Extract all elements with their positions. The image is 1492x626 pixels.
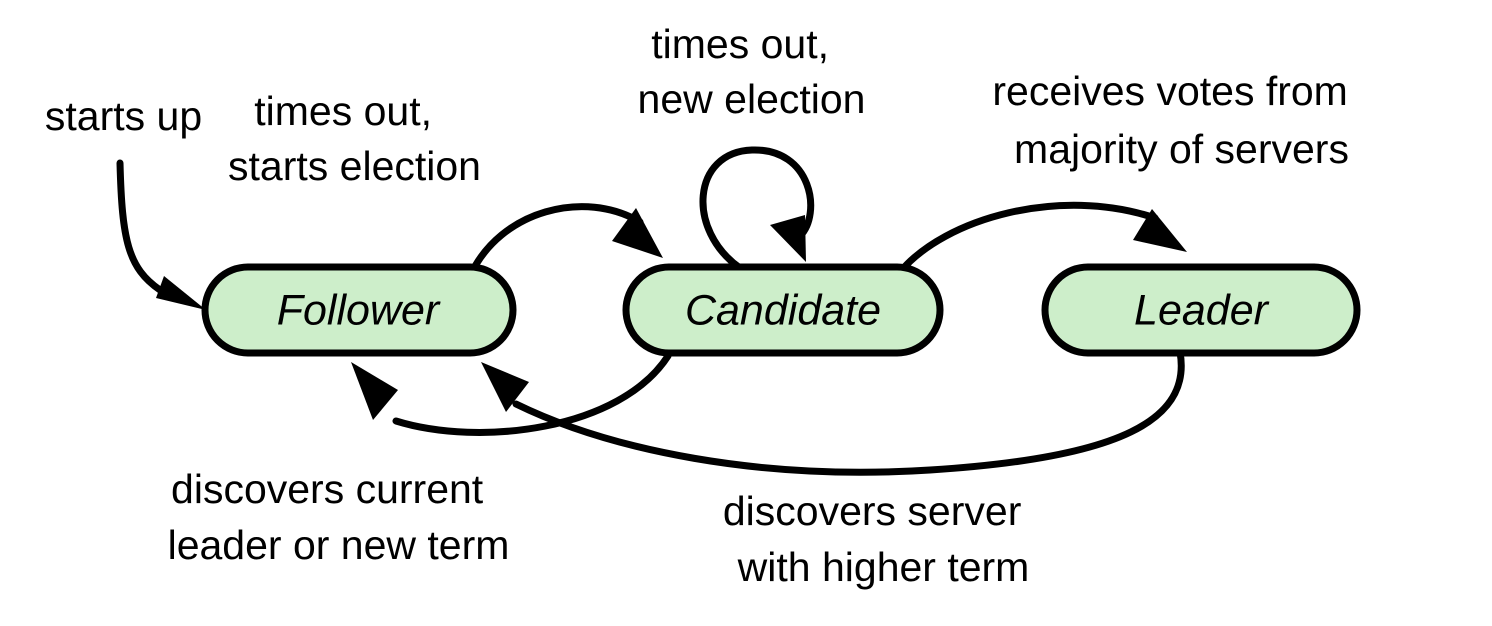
edge-label-candidate-to-follower-line-2: leader or new term — [168, 522, 510, 568]
edge-label-leader-to-follower-line-1: discovers server — [723, 488, 1021, 534]
edge-label-candidate-to-leader: receives votes from majority of servers — [992, 68, 1427, 172]
edge-candidate-to-follower — [351, 352, 672, 436]
edge-leader-to-follower-arrowhead — [481, 362, 529, 412]
node-candidate-shape[interactable] — [622, 263, 944, 357]
edge-label-startup-line-1: starts up — [45, 93, 202, 139]
node-follower-label: Follower — [277, 286, 441, 334]
edge-label-follower-to-candidate-line-1: times out, — [254, 88, 432, 134]
edge-startup — [116, 159, 206, 310]
edge-label-startup: starts up — [45, 93, 259, 139]
edge-label-candidate-to-follower-line-1: discovers current — [171, 466, 484, 512]
edge-label-candidate-to-leader-line-1: receives votes from — [992, 68, 1347, 114]
edge-follower-to-candidate-arrowhead — [612, 208, 663, 258]
edge-follower-to-candidate-path — [466, 203, 644, 280]
edge-label-candidate-self-loop-line-2: new election — [638, 76, 866, 122]
node-leader-label: Leader — [1134, 286, 1270, 334]
edge-label-candidate-self-loop: times out, new election — [638, 21, 923, 122]
edge-candidate-to-leader-arrowhead — [1133, 209, 1187, 252]
node-leader[interactable]: Leader — [1041, 263, 1361, 357]
edge-startup-arrowhead — [156, 276, 206, 310]
node-candidate[interactable]: Candidate — [622, 263, 944, 357]
node-follower-shape[interactable] — [201, 263, 517, 357]
edge-label-follower-to-candidate-line-2: starts election — [228, 143, 481, 189]
edge-leader-to-follower-path — [512, 348, 1185, 476]
node-candidate-label: Candidate — [685, 286, 881, 334]
edge-label-follower-to-candidate: times out, starts election — [228, 88, 538, 189]
edge-candidate-to-follower-path — [392, 352, 672, 436]
edge-startup-path — [116, 159, 164, 294]
edge-label-candidate-to-leader-line-2: majority of servers — [1014, 126, 1349, 172]
edge-label-candidate-self-loop-line-1: times out, — [651, 21, 829, 67]
edge-leader-to-follower — [481, 348, 1185, 476]
edge-label-leader-to-follower-line-2: with higher term — [737, 544, 1030, 590]
edge-follower-to-candidate — [466, 203, 663, 280]
edge-label-candidate-to-follower: discovers current leader or new term — [168, 466, 567, 568]
edge-candidate-self-loop — [699, 146, 815, 272]
node-leader-shape[interactable] — [1041, 263, 1361, 357]
node-follower[interactable]: Follower — [201, 263, 517, 357]
edge-candidate-to-leader-path — [896, 201, 1159, 276]
edge-candidate-to-follower-arrowhead — [351, 362, 398, 420]
edge-candidate-self-loop-path — [699, 146, 815, 272]
edge-candidate-to-leader — [896, 201, 1187, 276]
edge-candidate-self-loop-arrowhead — [770, 215, 806, 262]
edge-label-leader-to-follower: discovers server with higher term — [723, 488, 1101, 590]
